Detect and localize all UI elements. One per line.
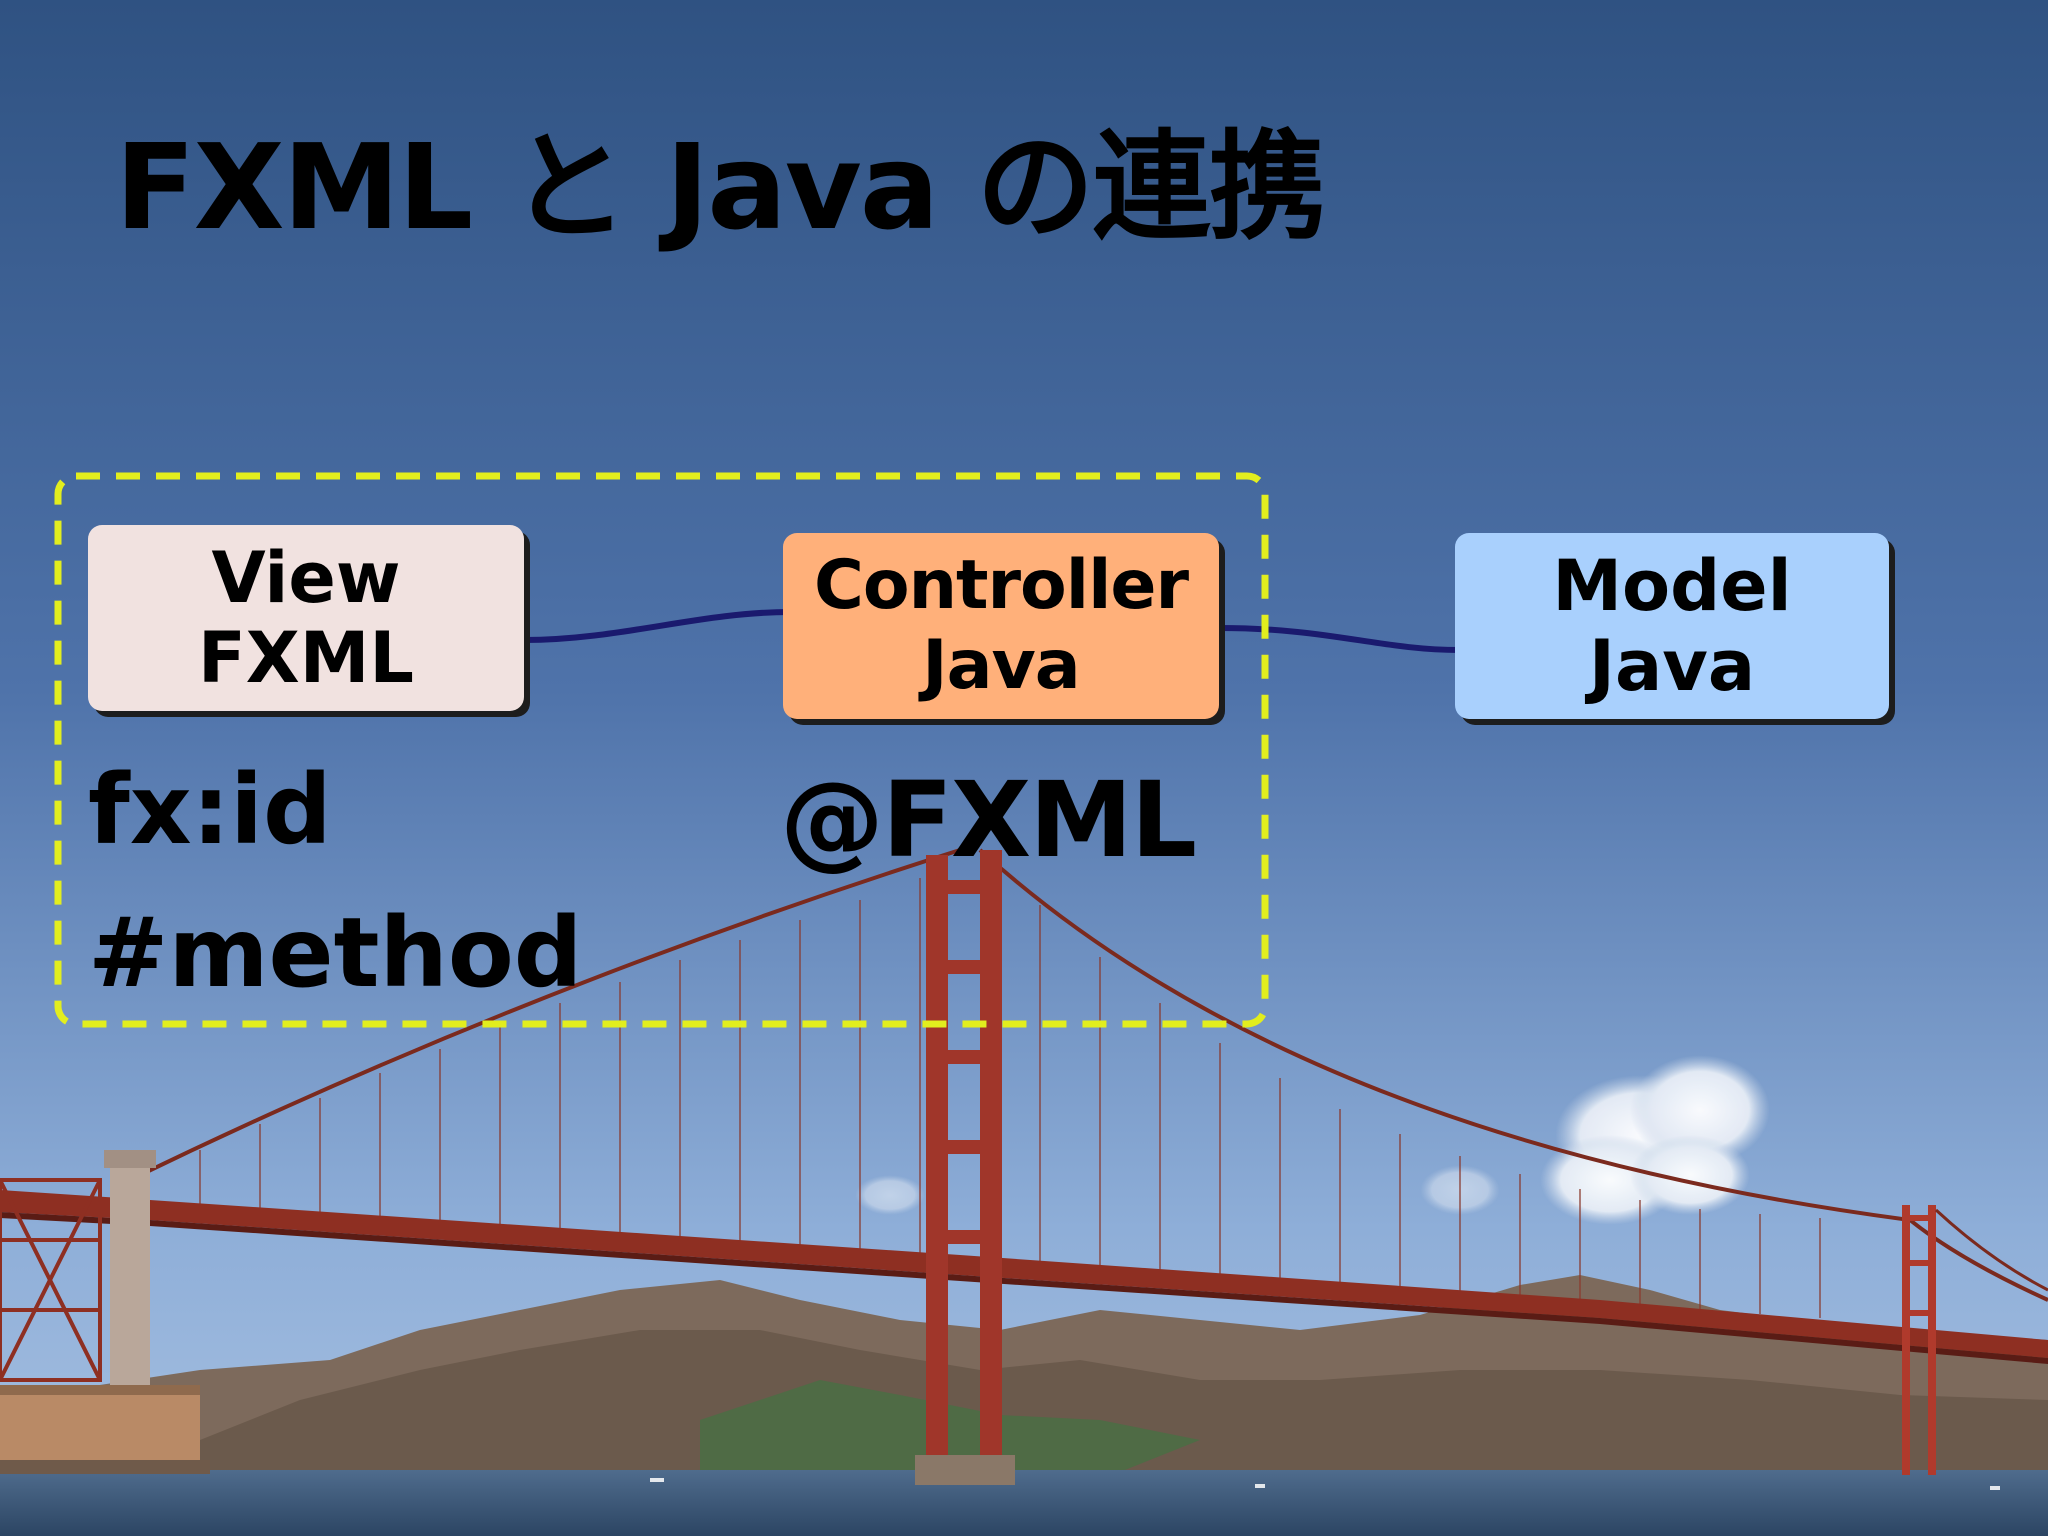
controller-java-box: Controller Java: [783, 533, 1219, 719]
model-java-box: Model Java: [1455, 533, 1889, 719]
model-box-line1: Model: [1552, 545, 1792, 627]
cloud-shape: [855, 1055, 1770, 1225]
controller-box-line1: Controller: [813, 546, 1189, 625]
view-box-line2: FXML: [197, 617, 415, 699]
view-box-line1: View: [211, 537, 401, 619]
controller-model-connector: [1218, 625, 1461, 653]
controller-note-fxml-annotation: @FXML: [780, 759, 1197, 881]
view-controller-group-outline: [54, 472, 1269, 1028]
view-fxml-box: View FXML: [88, 525, 524, 711]
controller-box-line2: Java: [922, 626, 1080, 705]
slide-title: FXML と Java の連携: [115, 118, 1327, 256]
view-controller-connector: [523, 609, 791, 643]
view-note-method: #method: [88, 897, 583, 1009]
model-box-line2: Java: [1588, 625, 1756, 707]
view-note-fxid: fx:id: [88, 754, 332, 866]
